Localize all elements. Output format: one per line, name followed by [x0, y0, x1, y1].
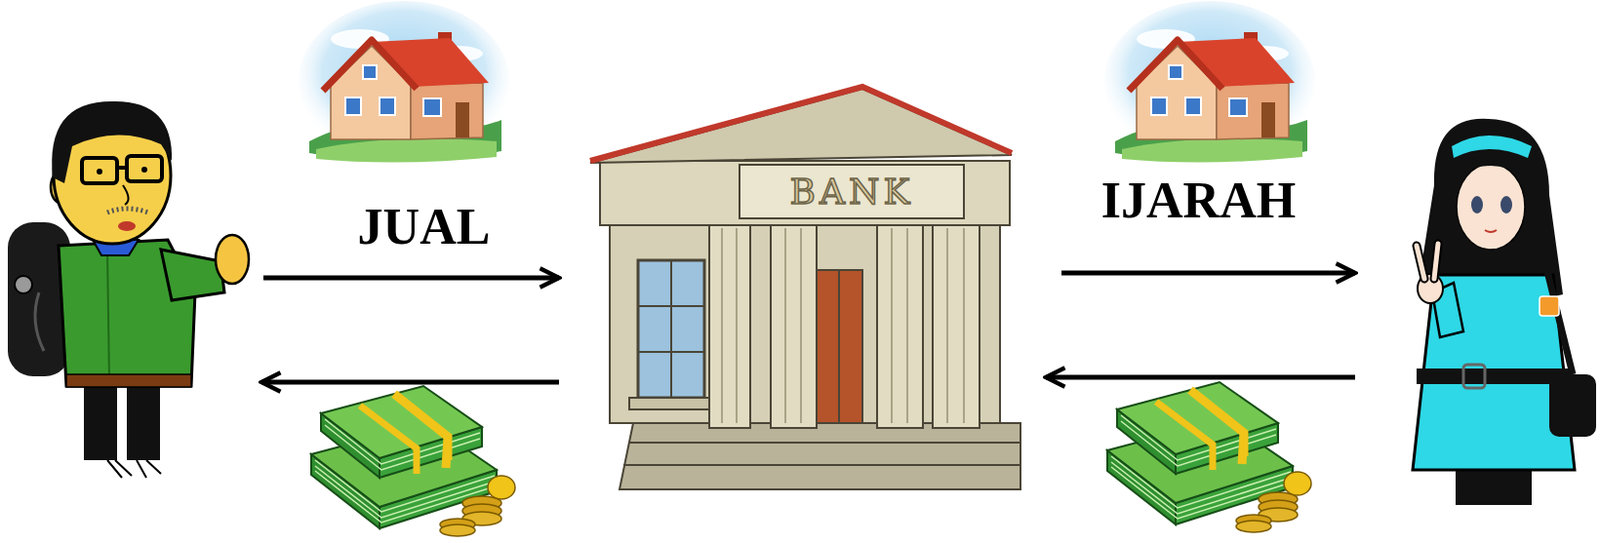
bank-illustration — [590, 86, 1021, 490]
person-figure — [0, 112, 256, 483]
flow-arrow — [261, 380, 560, 386]
flow-arrow — [1045, 375, 1356, 381]
bank-building: BANK — [590, 86, 1021, 490]
house-icon — [1104, 0, 1316, 163]
woman-figure — [1412, 119, 1597, 506]
bank-sign-text: BANK — [739, 164, 964, 219]
edge-label: IJARAH — [1101, 171, 1296, 230]
money-icon — [1107, 382, 1312, 533]
house-icon — [298, 0, 510, 163]
person-figure — [1407, 126, 1600, 506]
man-figure — [7, 101, 249, 479]
flow-arrow — [263, 276, 560, 281]
flow-arrow — [1061, 271, 1356, 277]
money-icon — [311, 386, 516, 537]
edge-label: JUAL — [358, 198, 491, 256]
